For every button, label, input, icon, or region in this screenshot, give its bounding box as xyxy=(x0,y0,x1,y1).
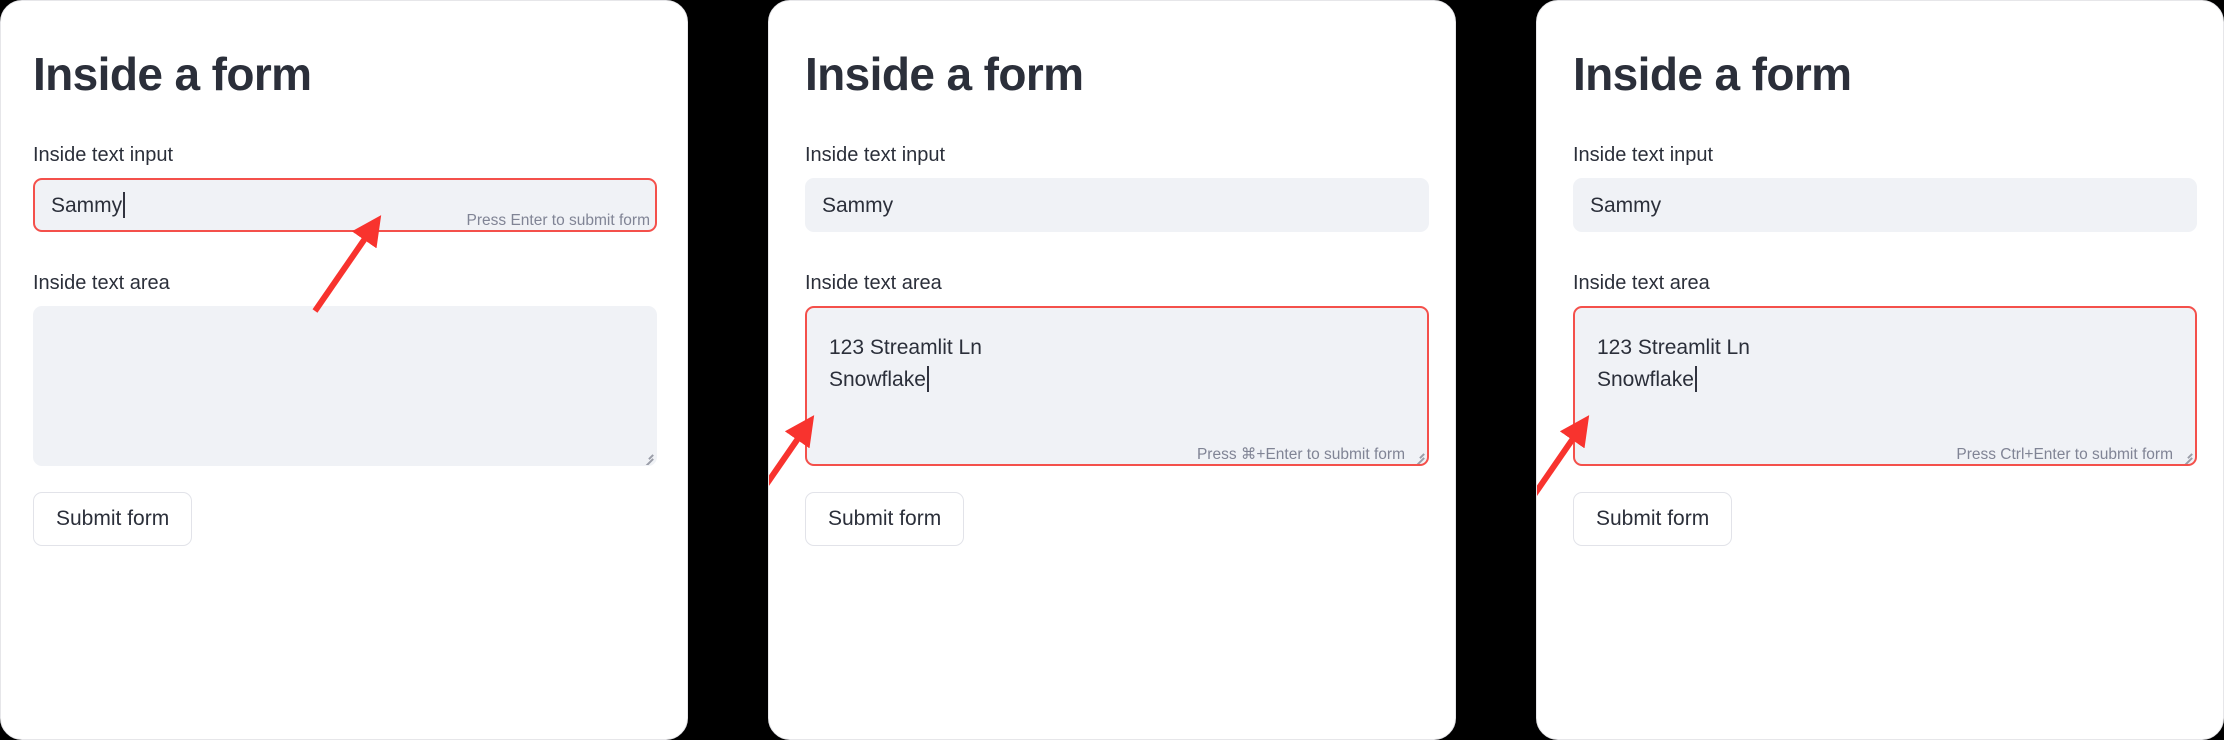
submit-row: Submit form xyxy=(33,492,657,547)
text-input-label: Inside text input xyxy=(805,144,946,167)
submit-hint: Press Ctrl+Enter to submit form xyxy=(1956,445,2173,463)
form-panel-ctrl-enter: Inside a form Inside text input Sammy In… xyxy=(1536,0,2224,740)
submit-row: Submit form xyxy=(805,492,1429,547)
page-title: Inside a form xyxy=(33,48,312,100)
text-area-label: Inside text area xyxy=(1573,272,1710,295)
text-area-value: 123 Streamlit Ln Snowflake xyxy=(1597,336,1750,393)
text-input[interactable]: Sammy xyxy=(33,178,657,233)
text-input-value: Sammy xyxy=(822,193,894,217)
text-cursor xyxy=(926,366,929,393)
text-input-label: Inside text input xyxy=(33,144,174,167)
text-input[interactable]: Sammy xyxy=(805,178,1429,233)
submit-hint: Press Enter to submit form xyxy=(466,211,650,229)
resize-handle-icon[interactable] xyxy=(639,448,654,466)
resize-handle-icon[interactable] xyxy=(1410,447,1425,465)
text-input-wrapper: Sammy Press Enter to submit form xyxy=(33,178,657,233)
text-area-wrapper: 123 Streamlit Ln Snowflake Press Ctrl+En… xyxy=(1573,306,2197,467)
text-area[interactable] xyxy=(33,306,657,467)
text-area-label: Inside text area xyxy=(805,272,942,295)
text-cursor xyxy=(1694,366,1697,393)
submit-hint: Press ⌘+Enter to submit form xyxy=(1196,445,1405,463)
text-cursor xyxy=(123,192,126,219)
text-area-wrapper xyxy=(33,306,657,467)
text-area-wrapper: 123 Streamlit Ln Snowflake Press ⌘+Enter… xyxy=(805,306,1429,467)
submit-form-button[interactable]: Submit form xyxy=(805,492,965,547)
form-panel-cmd-enter: Inside a form Inside text input Sammy In… xyxy=(768,0,1456,740)
text-input-wrapper: Sammy xyxy=(1573,178,2197,233)
text-area-value: 123 Streamlit Ln Snowflake xyxy=(829,336,982,393)
submit-form-button[interactable]: Submit form xyxy=(1573,492,1733,547)
text-input[interactable]: Sammy xyxy=(1573,178,2197,233)
text-input-wrapper: Sammy xyxy=(805,178,1429,233)
text-input-value: Sammy xyxy=(51,193,123,217)
text-area-label: Inside text area xyxy=(33,272,170,295)
form-panel-enter: Inside a form Inside text input Sammy Pr… xyxy=(0,0,688,740)
text-input-value: Sammy xyxy=(1590,193,1662,217)
resize-handle-icon[interactable] xyxy=(2178,447,2193,465)
submit-form-button[interactable]: Submit form xyxy=(33,492,193,547)
text-input-label: Inside text input xyxy=(1573,144,1714,167)
submit-row: Submit form xyxy=(1573,492,2197,547)
text-area[interactable]: 123 Streamlit Ln Snowflake xyxy=(1573,306,2197,467)
page-title: Inside a form xyxy=(805,48,1084,100)
page-title: Inside a form xyxy=(1573,48,1852,100)
text-area[interactable]: 123 Streamlit Ln Snowflake xyxy=(805,306,1429,467)
